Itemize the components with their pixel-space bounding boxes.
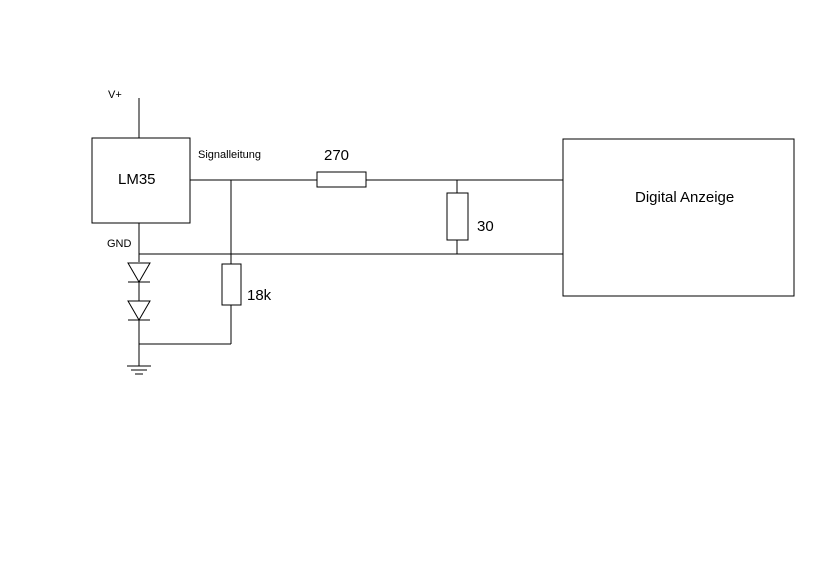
resistor-30-label: 30 [477,218,494,235]
diode-2 [127,300,151,321]
lm35-block [91,137,191,224]
resistor-270-label: 270 [324,147,349,164]
display-label: Digital Anzeige [635,189,734,206]
diode-1 [127,262,151,283]
signal-label: Signalleitung [198,149,261,161]
gnd-label: GND [107,238,132,250]
resistor-30 [446,192,469,241]
supply-label: V+ [108,89,122,101]
resistor-18k [221,263,242,306]
digital-display-block [562,138,795,297]
resistor-18k-label: 18k [247,287,272,304]
resistor-270 [316,171,367,188]
ground-icon [127,365,151,375]
lm35-label: LM35 [118,171,156,188]
